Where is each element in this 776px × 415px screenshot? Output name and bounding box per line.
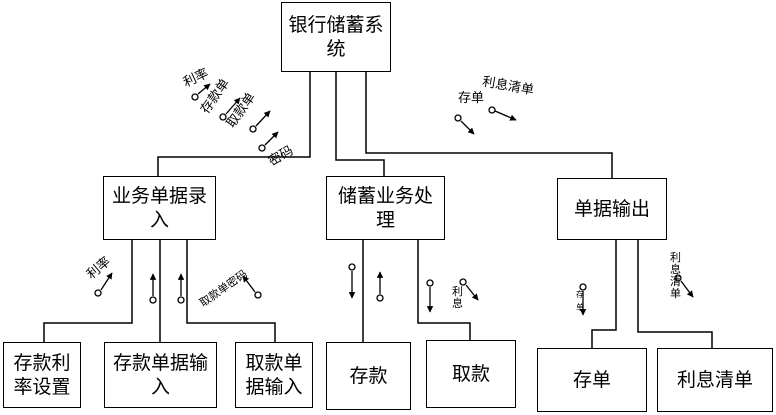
flow-label-slip-out: 存单	[576, 290, 584, 312]
flow-circle-wpwd-low	[254, 291, 262, 299]
flow-arrow-int-out	[680, 280, 694, 298]
flow-label-interest-proc: 利息	[452, 285, 463, 310]
flow-circle-wd-proc	[426, 279, 434, 287]
flow-arrow-deposit-top	[225, 97, 241, 115]
flow-circle-dep-proc2	[376, 294, 384, 302]
flow-circle-slip-out	[579, 283, 587, 291]
line-output-interest	[637, 240, 713, 348]
line-process-withdraw	[417, 240, 471, 340]
flow-label-slip-top: 存单	[458, 91, 485, 106]
flow-circle-interest-top	[488, 106, 496, 114]
flow-arrow-wpwd-low	[242, 275, 256, 293]
flow-circle-withdraw-low	[177, 296, 185, 304]
flow-label-interest-out: 利息清单	[670, 251, 681, 300]
node-entry: 业务单据录入	[103, 176, 216, 240]
flow-circle-password-top	[258, 144, 266, 152]
flow-circle-rate-low	[94, 289, 102, 297]
flow-arrow-password-top	[264, 131, 279, 146]
node-deposit: 存款	[326, 342, 411, 410]
flow-arrow-int-proc	[465, 284, 479, 301]
flow-arrow-slip-top	[460, 120, 475, 135]
flow-arrow-rate-low	[100, 272, 113, 291]
flow-circle-deposit-top	[219, 113, 227, 121]
flow-circle-int-out	[674, 274, 682, 282]
node-output: 单据输出	[557, 178, 667, 240]
flow-circle-int-proc	[459, 278, 467, 286]
flow-circle-withdraw-top	[249, 125, 257, 133]
node-root: 银行储蓄系统	[281, 2, 391, 72]
flow-arrow-rate-top	[197, 83, 211, 95]
node-withdraw: 取款	[426, 340, 516, 408]
node-rate-setup: 存款利率设置	[3, 342, 81, 408]
line-root-process	[335, 72, 385, 176]
line-root-output	[365, 72, 613, 178]
flow-arrow-interest-top	[494, 110, 517, 121]
line-entry-withdraw	[186, 239, 276, 342]
flow-circle-deposit-low	[149, 296, 157, 304]
line-output-slip	[591, 240, 617, 348]
node-deposit-input: 存款单据输入	[104, 342, 217, 408]
flow-circle-rate-top	[191, 93, 199, 101]
node-withdraw-input: 取款单据输入	[235, 342, 313, 408]
flow-arrow-withdraw-top	[255, 110, 271, 127]
line-root-entry	[157, 72, 311, 176]
flow-circle-slip-top	[454, 114, 462, 122]
node-deposit-slip: 存单	[537, 348, 647, 412]
line-entry-rate	[43, 239, 133, 342]
flow-circle-dep-proc	[348, 263, 356, 271]
node-process: 储蓄业务处理	[326, 176, 445, 240]
node-interest-list: 利息清单	[657, 348, 773, 412]
